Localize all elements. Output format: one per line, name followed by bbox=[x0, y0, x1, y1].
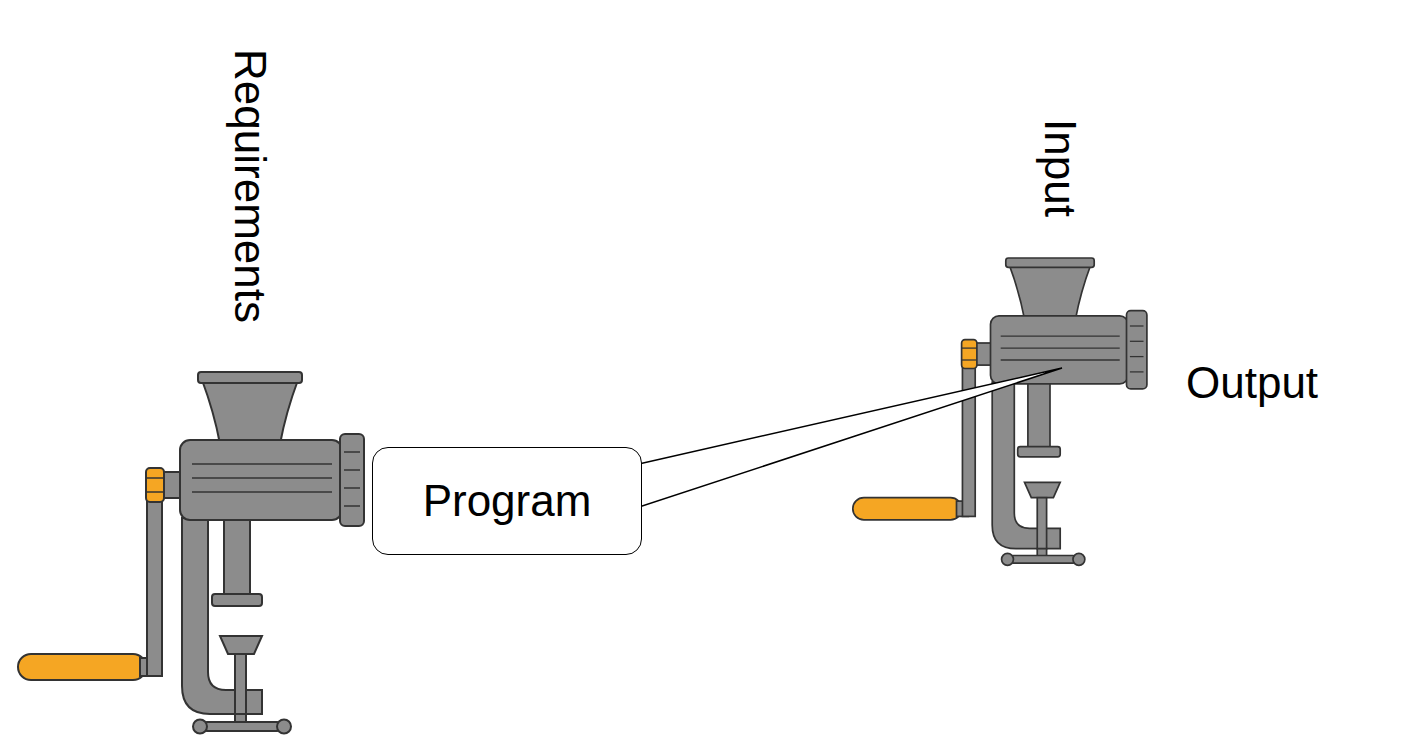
output-label: Output bbox=[1186, 361, 1318, 405]
rotated-label: Requirements bbox=[228, 49, 272, 323]
callout-tail bbox=[630, 368, 1062, 510]
callout-text: Program bbox=[423, 477, 592, 525]
rotated-label: Input bbox=[1038, 119, 1082, 217]
grinder-left bbox=[18, 372, 364, 734]
callout-box: Program bbox=[372, 447, 642, 555]
